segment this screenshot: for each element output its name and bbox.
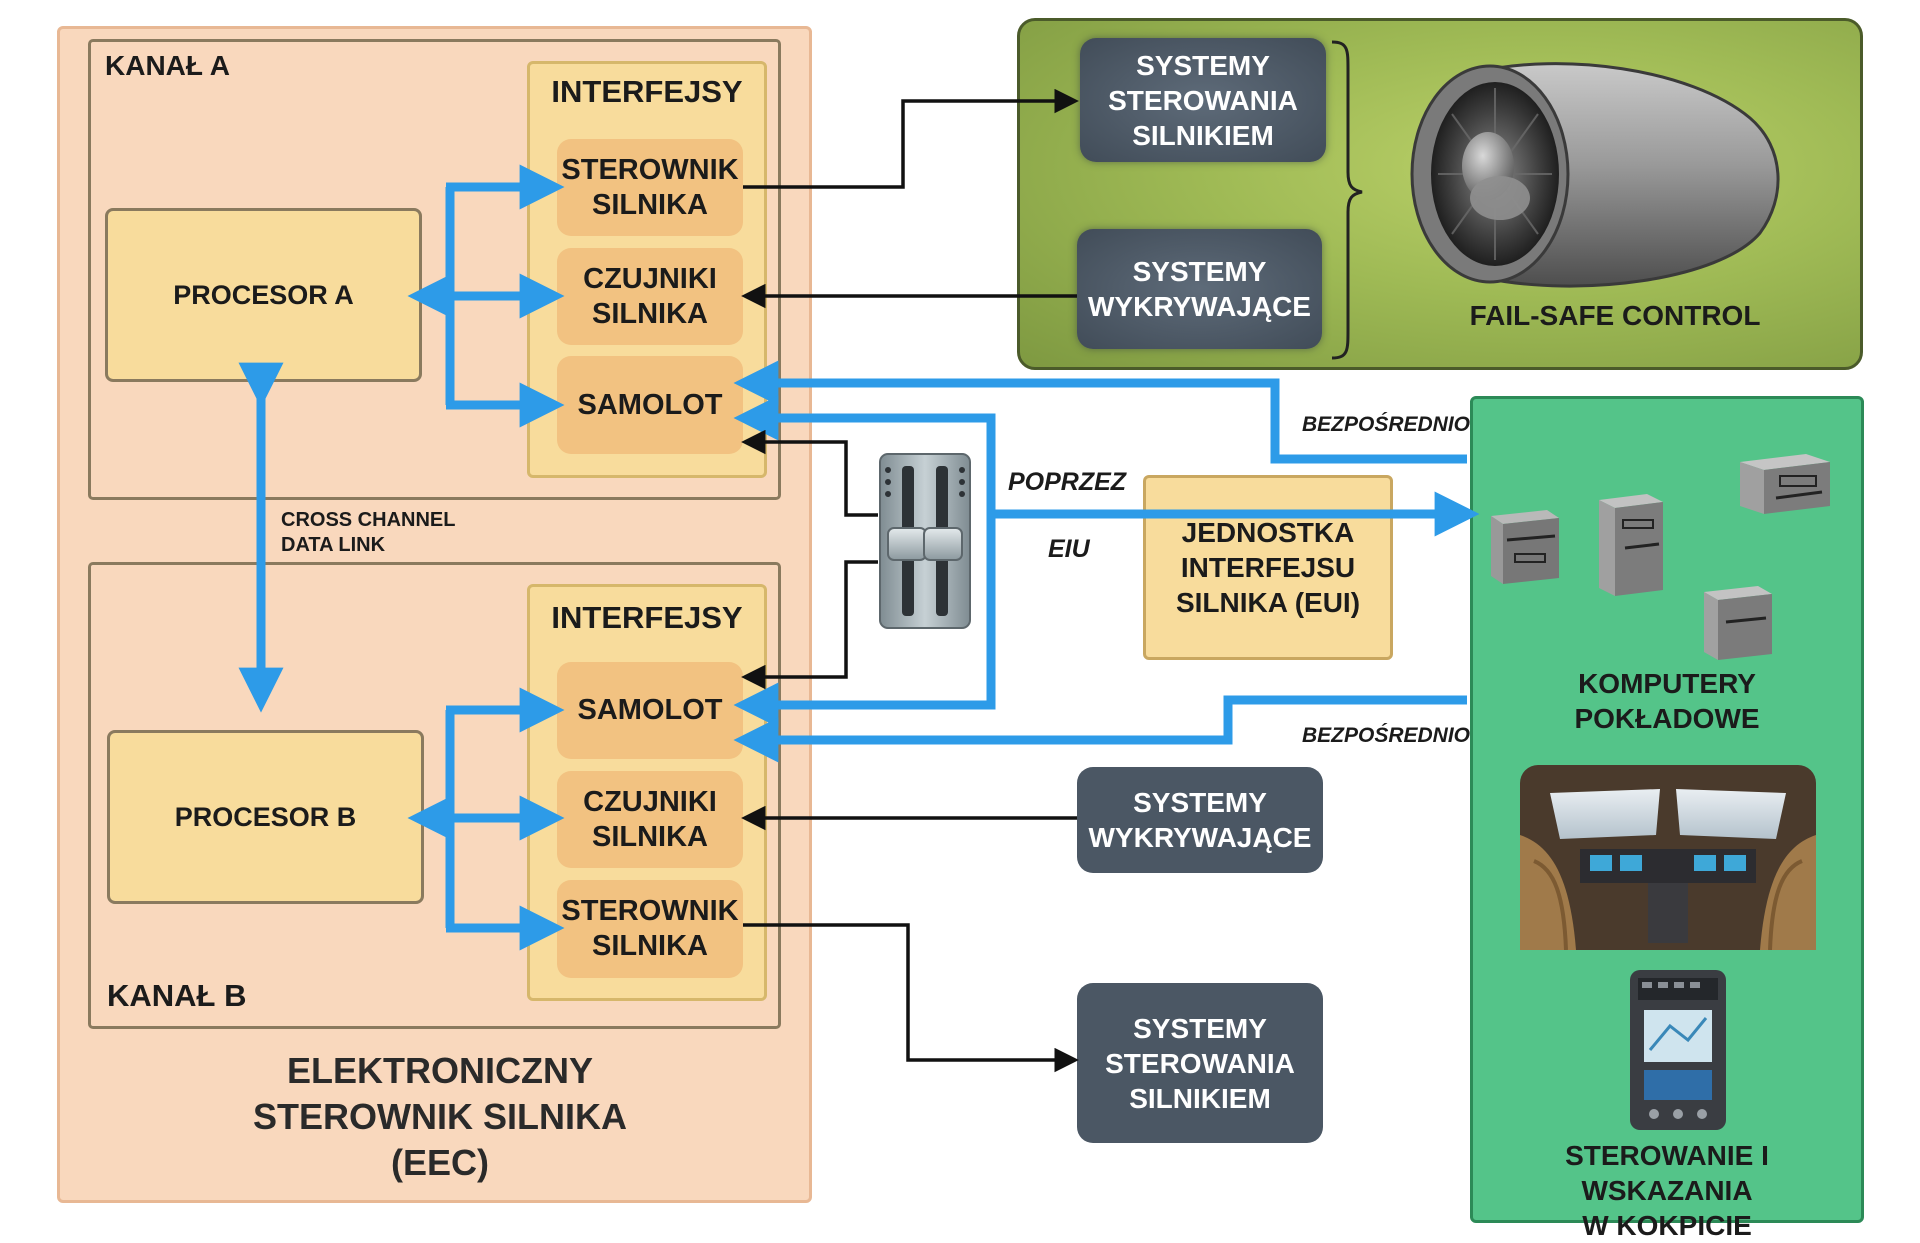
detection-system-b: SYSTEMY WYKRYWAJĄCE — [1077, 767, 1323, 873]
computer-unit-icon — [1599, 494, 1663, 596]
onboard-computers-label: KOMPUTERY POKŁADOWE — [1490, 666, 1844, 736]
onboard-computers-line1: KOMPUTERY — [1578, 668, 1756, 699]
direct-label-bottom: BEZPOŚREDNIO — [1302, 724, 1471, 747]
fail-safe-control-system: SYSTEMY STEROWANIA SILNIKIEM — [1080, 38, 1326, 162]
engine-sensors-a-line2: SILNIKA — [592, 297, 708, 330]
engine-controller-b-line1: STEROWNIK — [561, 895, 739, 927]
engine-controller-a-line2: SILNIKA — [592, 188, 708, 221]
engine-sensors-b-line1: CZUJNIKI — [583, 785, 717, 818]
engine-interface-unit: JEDNOSTKA INTERFEJSU SILNIKA (EUI) — [1143, 475, 1393, 660]
fs-detection-line2: WYKRYWAJĄCE — [1088, 291, 1311, 322]
engine-sensors-a: CZUJNIKI SILNIKA — [557, 248, 743, 345]
fs-detection-line1: SYSTEMY — [1132, 256, 1267, 287]
detection-b-line2: WYKRYWAJĄCE — [1088, 822, 1312, 853]
cockpit-panel-icon — [1630, 970, 1726, 1130]
processor-a: PROCESOR A — [105, 208, 422, 382]
channel-b — [88, 562, 781, 1029]
aircraft-b: SAMOLOT — [557, 662, 743, 759]
fs-control-line2: STEROWANIA — [1108, 84, 1298, 116]
bracket-icon — [1331, 40, 1363, 360]
link-throttle-to-a — [741, 429, 878, 517]
aircraft-a: SAMOLOT — [557, 356, 743, 454]
link-throttle-to-b — [741, 560, 878, 690]
computer-unit-icon — [1740, 454, 1830, 514]
engine-controller-a-line1: STEROWNIK — [561, 153, 739, 186]
control-b-line1: SYSTEMY — [1133, 1012, 1267, 1044]
via-eiu-label: EIU — [1048, 535, 1090, 563]
eec-title-line2: STEROWNIK SILNIKA — [253, 1096, 627, 1137]
engine-sensors-b: CZUJNIKI SILNIKA — [557, 771, 743, 868]
fail-safe-detection-system: SYSTEMY WYKRYWAJĄCE — [1077, 229, 1322, 349]
jet-engine-icon — [1410, 62, 1780, 288]
engine-controller-b-line2: SILNIKA — [592, 930, 708, 962]
interfaces-a-title: INTERFEJSY — [551, 74, 743, 109]
aircraft-a-line1: SAMOLOT — [577, 388, 723, 421]
via-label: POPRZEZ — [1008, 468, 1127, 496]
eec-title: ELEKTRONICZNY STEROWNIK SILNIKA (EEC) — [200, 1048, 680, 1186]
eiu-line3: SILNIKA (EUI) — [1175, 587, 1361, 618]
link-aircraft-a-direct — [733, 360, 1467, 464]
computer-unit-icon — [1491, 510, 1559, 584]
cross-channel-label: CROSS CHANNEL DATA LINK — [281, 508, 455, 558]
link-aircraft-b-eiu — [733, 514, 996, 728]
engine-controller-b: STEROWNIK SILNIKA — [557, 880, 743, 978]
computer-unit-icon — [1704, 586, 1772, 660]
engine-controller-a: STEROWNIK SILNIKA — [557, 139, 743, 236]
control-b-line3: SILNIKIEM — [1129, 1082, 1271, 1114]
channel-a — [88, 39, 781, 500]
fail-safe-label: FAIL-SAFE CONTROL — [1469, 300, 1761, 331]
interfaces-b-title: INTERFEJSY — [551, 600, 743, 635]
cockpit-photo-icon — [1520, 765, 1816, 950]
engine-sensors-b-line2: SILNIKA — [592, 820, 708, 853]
onboard-computers-line2: POKŁADOWE — [1574, 703, 1760, 734]
cross-channel-label-line1: CROSS CHANNEL — [281, 509, 456, 531]
link-aircraft-a-eiu — [733, 395, 996, 514]
fs-control-line3: SILNIKIEM — [1132, 119, 1274, 151]
throttle-lever-icon — [879, 453, 971, 629]
eec-title-line3: (EEC) — [391, 1142, 489, 1183]
eiu-line2: INTERFEJSU — [1180, 552, 1356, 583]
fs-control-line1: SYSTEMY — [1136, 49, 1270, 81]
channel-b-label: KANAŁ B — [107, 978, 247, 1013]
direct-label-top: BEZPOŚREDNIO — [1302, 413, 1471, 436]
engine-sensors-a-line1: CZUJNIKI — [583, 262, 717, 295]
channel-a-label: KANAŁ A — [105, 50, 230, 81]
cockpit-label-line1: STEROWANIE I WSKAZANIA — [1565, 1140, 1769, 1206]
link-aircraft-b-direct — [733, 695, 1467, 763]
control-system-b: SYSTEMY STEROWANIA SILNIKIEM — [1077, 983, 1323, 1143]
aircraft-b-line1: SAMOLOT — [577, 694, 723, 726]
control-b-line2: STEROWANIA — [1105, 1047, 1295, 1079]
processor-b: PROCESOR B — [107, 730, 424, 904]
detection-b-line1: SYSTEMY — [1133, 787, 1267, 818]
link-a-to-control-system — [743, 88, 1079, 189]
link-b-to-control-system — [743, 923, 1079, 1073]
eec-title-line1: ELEKTRONICZNY — [287, 1050, 593, 1091]
cross-channel-label-line2: DATA LINK — [281, 534, 386, 556]
eiu-line1: JEDNOSTKA — [1181, 517, 1355, 548]
